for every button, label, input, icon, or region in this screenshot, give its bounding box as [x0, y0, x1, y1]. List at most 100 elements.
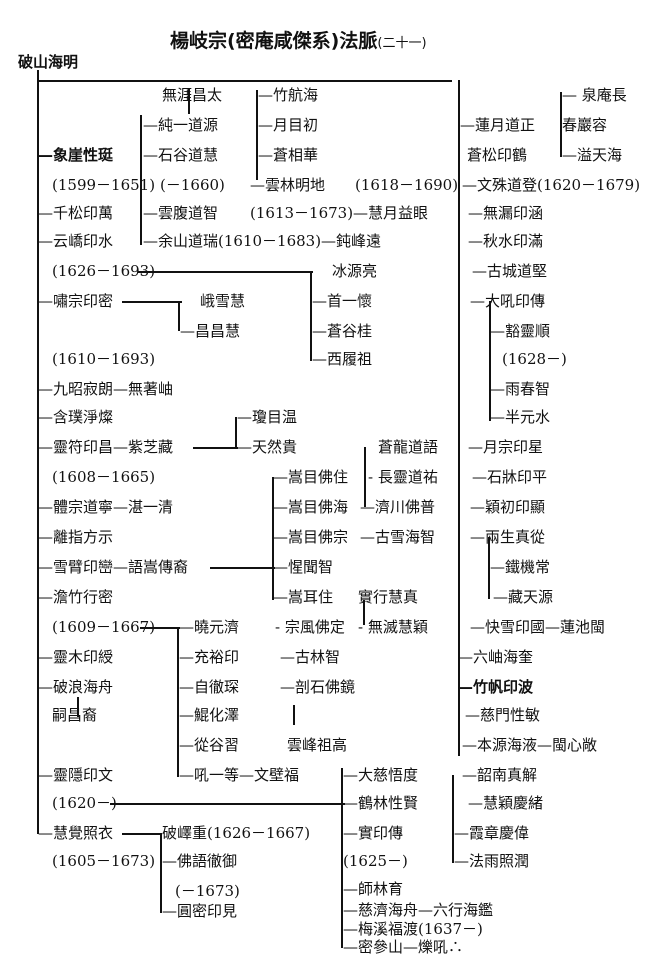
lineage-node: 實行慧真: [358, 588, 419, 606]
lineage-node: —雪臂印巒—語嵩傳裔: [38, 558, 189, 576]
lineage-node: —純一道源: [143, 116, 219, 134]
lifespan: (1605－1673): [52, 852, 156, 870]
connector-line: [160, 833, 162, 913]
lineage-node: —靈符印昌—紫芝藏: [38, 438, 174, 456]
lineage-node: —無漏印涵: [468, 204, 544, 222]
lineage-node: —鐵機常: [490, 558, 551, 576]
connector-line: [193, 447, 238, 449]
lineage-node: —離指方示: [38, 528, 114, 546]
connector-line: [364, 447, 366, 507]
lineage-node: - 長靈道祐: [368, 468, 438, 486]
lineage-node: —師林育: [343, 880, 404, 898]
lineage-node: —鯤化澤: [179, 706, 240, 724]
lineage-node: —象崖性珽: [38, 146, 114, 164]
connector-line: [210, 567, 275, 569]
lineage-node: 冰源亮: [332, 262, 378, 280]
lineage-node: —破浪海舟: [38, 678, 114, 696]
connector-line: [293, 705, 295, 725]
lineage-node: —六岫海奎: [458, 648, 534, 666]
lineage-node: —古林智: [280, 648, 341, 666]
connector-line: [122, 301, 182, 303]
connector-line: [37, 70, 39, 834]
connector-line: [488, 537, 490, 599]
lineage-node: —自徹琛: [179, 678, 240, 696]
lineage-node: —含璞淨燦: [38, 408, 114, 426]
connector-line: [188, 88, 190, 114]
connector-line: [77, 697, 79, 717]
lineage-node: —豁靈順: [490, 322, 551, 340]
lineage-node: —云嶠印水: [38, 232, 114, 250]
lineage-node: —藏天源: [493, 588, 554, 606]
lineage-node: 蒼松印鶴: [467, 146, 528, 164]
connector-line: [235, 417, 237, 447]
lineage-node: —韶南真解: [462, 766, 538, 784]
chart-title: 楊岐宗(密庵咸傑系)法脈(二十一): [170, 26, 427, 53]
lineage-node: —石谷道慧: [143, 146, 219, 164]
lifespan: (1599－1651): [52, 176, 156, 194]
lineage-node: —惺聞智: [273, 558, 334, 576]
lineage-node: —充裕印: [179, 648, 240, 666]
lineage-node: —佛語徹御: [162, 852, 238, 870]
lineage-node: —文殊道登(1620－1679): [462, 176, 641, 194]
lineage-node: 無涯昌太: [162, 86, 223, 104]
lineage-node: — 泉庵長: [562, 86, 627, 104]
lineage-node: —雨春智: [490, 380, 551, 398]
connector-line: [122, 833, 162, 835]
lineage-node: —圓密印見: [162, 902, 238, 920]
lifespan: (－1660): [160, 176, 225, 194]
lineage-node: —古城道堅: [472, 262, 548, 280]
lineage-node: —靈隱印文: [38, 766, 114, 784]
lineage-node: —嵩目佛宗: [273, 528, 349, 546]
lineage-node: —瓊目温: [237, 408, 298, 426]
lineage-node: —鶴林性賢: [343, 794, 419, 812]
connector-line: [37, 80, 452, 82]
lineage-node: —蓮月道正: [460, 116, 536, 134]
lifespan: (1628－): [502, 350, 567, 368]
lineage-node: 嗣昌裔: [52, 706, 98, 724]
connector-line: [560, 92, 562, 157]
lineage-node: —慈門性敏: [465, 706, 541, 724]
lifespan: (1610－1693): [52, 350, 156, 368]
lineage-node: —本源海液—閩心敞: [462, 736, 598, 754]
connector-line: [458, 80, 460, 756]
lineage-node: —穎初印顯: [470, 498, 546, 516]
lineage-node: —剖石佛鏡: [280, 678, 356, 696]
lineage-node: —嵩耳住: [273, 588, 334, 606]
lifespan: (－1673): [175, 882, 240, 900]
lineage-node: —嘯宗印密: [38, 292, 114, 310]
connector-line: [138, 271, 313, 273]
title-suffix: (二十一): [377, 36, 427, 51]
lineage-node: —半元水: [490, 408, 551, 426]
connector-line: [489, 301, 491, 421]
connector-line: [110, 803, 345, 805]
connector-line: [310, 271, 312, 361]
lifespan: (1626－1693): [52, 262, 156, 280]
lineage-node: 破嶧重(1626－1667): [162, 824, 311, 842]
connector-line: [140, 627, 180, 629]
lineage-node: —竹航海: [258, 86, 319, 104]
lineage-node: —澹竹行密: [38, 588, 114, 606]
lineage-node: —昌昌慧: [180, 322, 241, 340]
lineage-node: 蒼龍道語: [378, 438, 439, 456]
lineage-node: —濟川佛普: [360, 498, 436, 516]
lineage-node: —秋水印滿: [468, 232, 544, 250]
lineage-node: —大慈悟度: [343, 766, 419, 784]
lineage-node: —雲腹道智: [143, 204, 219, 222]
lineage-node: —法雨照潤: [454, 852, 530, 870]
lineage-node: —余山道瑞(1610－1683)—鈍峰遠: [143, 232, 382, 250]
connector-line: [256, 90, 258, 180]
lineage-node: —密參山—爍吼∴: [343, 938, 464, 956]
lineage-node: —蒼谷桂: [312, 322, 373, 340]
lineage-node: (1613－1673)—慧月益眼: [250, 204, 429, 222]
lineage-node: —曉元濟: [179, 618, 240, 636]
lineage-node: —慧覺照衣: [38, 824, 114, 842]
root-master: 破山海明: [18, 53, 79, 71]
lineage-node: —石牀印平: [472, 468, 548, 486]
lineage-node: —梅溪福渡(1637－): [343, 920, 483, 938]
lineage-node: 雲峰祖高: [287, 736, 348, 754]
connector-line: [140, 115, 142, 245]
lineage-node: —大吼印傳: [470, 292, 546, 310]
lineage-node: —九昭寂朗—無著岫: [38, 380, 174, 398]
lifespan: (1609－1667): [52, 618, 156, 636]
lineage-node: —實印傳: [343, 824, 404, 842]
